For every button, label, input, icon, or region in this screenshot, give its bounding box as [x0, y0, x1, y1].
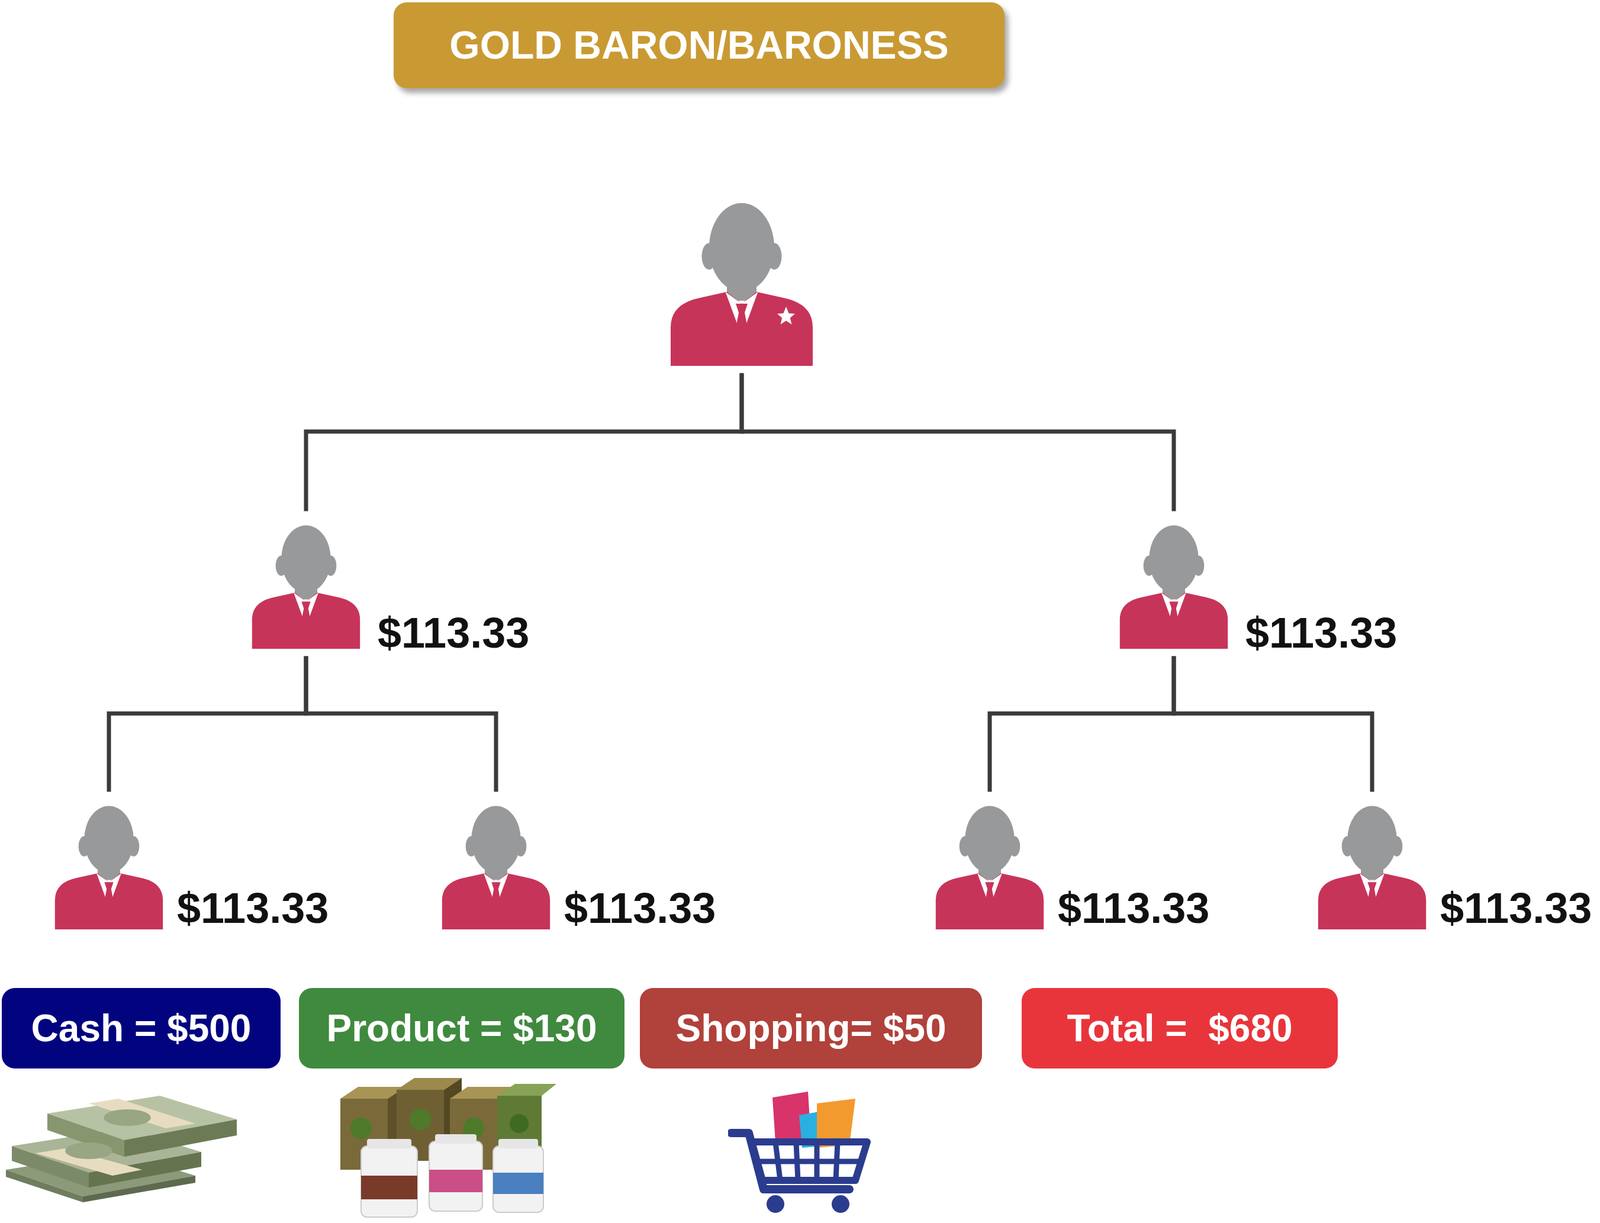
person-icon [667, 194, 816, 366]
member-node [667, 194, 816, 366]
title-banner: GOLD BARON/BARONESS [393, 2, 1005, 89]
amount-label: $113.33 [176, 886, 329, 930]
title-text: GOLD BARON/BARONESS [449, 23, 949, 67]
person-icon [1117, 518, 1231, 649]
member-node: $113.33 [249, 518, 530, 655]
cart-illustration [728, 1085, 882, 1218]
supplement-bottles [361, 1134, 544, 1218]
reward-text: Total = $680 [1066, 1007, 1293, 1049]
reward-box: Total = $680 [1021, 987, 1338, 1069]
person-icon [1315, 799, 1429, 930]
tree-connector [306, 658, 497, 790]
tree-connector [108, 658, 307, 790]
reward-box: Shopping= $50 [639, 987, 983, 1069]
member-node: $113.33 [1315, 799, 1592, 930]
person-icon [439, 799, 553, 930]
reward-text: Product = $130 [326, 1007, 597, 1049]
amount-label: $113.33 [377, 611, 530, 655]
money-illustration [0, 1080, 243, 1206]
reward-text: Shopping= $50 [675, 1007, 947, 1049]
tree-connector [1173, 658, 1373, 790]
person-icon [249, 518, 363, 649]
reward-box: Cash = $500 [1, 987, 281, 1069]
reward-box: Product = $130 [298, 987, 625, 1069]
reward-text: Cash = $500 [31, 1007, 252, 1049]
amount-label: $113.33 [1245, 611, 1397, 655]
amount-label: $113.33 [1440, 886, 1592, 930]
amount-label: $113.33 [564, 886, 716, 930]
member-node: $113.33 [1117, 518, 1397, 655]
person-icon [933, 799, 1046, 930]
member-node: $113.33 [52, 799, 329, 930]
amount-label: $113.33 [1057, 886, 1210, 930]
tree-connector [989, 658, 1174, 790]
person-icon [52, 799, 166, 930]
products-illustration [334, 1074, 560, 1222]
member-node: $113.33 [933, 799, 1210, 930]
cash-stack [5, 1095, 237, 1203]
shopping-cart [731, 1091, 868, 1213]
tree-connector [741, 375, 1174, 510]
member-node: $113.33 [439, 799, 716, 930]
tree-connector [306, 375, 742, 510]
